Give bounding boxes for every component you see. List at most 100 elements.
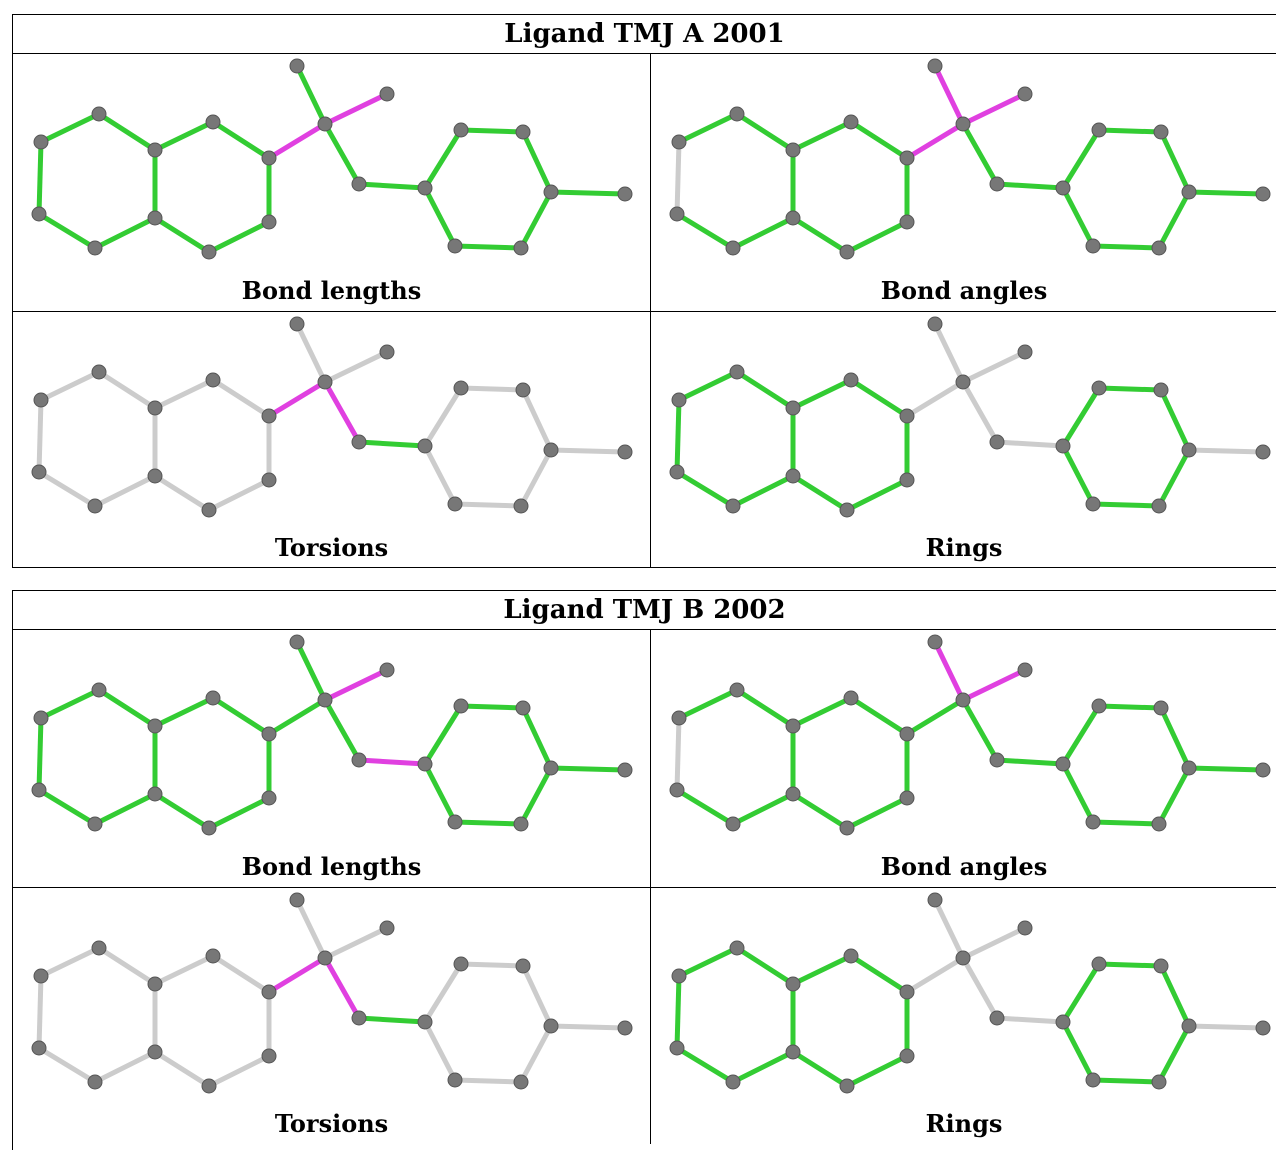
- bond-line: [36, 787, 98, 827]
- bond-line: [322, 925, 390, 961]
- bond-line: [356, 757, 428, 767]
- bond-line: [844, 1053, 910, 1089]
- bond-line: [356, 181, 428, 191]
- bond-line: [1090, 501, 1162, 509]
- bond-line: [294, 63, 328, 127]
- atom-node: [927, 316, 943, 332]
- atom-node: [351, 1010, 367, 1026]
- atom-node: [785, 976, 801, 992]
- bond-line: [520, 705, 554, 771]
- atom-node: [1055, 1014, 1071, 1030]
- bond-line: [36, 139, 44, 217]
- bond-line: [548, 189, 628, 197]
- atom-node: [1017, 86, 1033, 102]
- bond-line: [206, 477, 272, 513]
- bond-line: [994, 439, 1066, 449]
- atom-node: [543, 442, 559, 458]
- bond-line: [1186, 447, 1266, 455]
- atom-node: [671, 710, 687, 726]
- bond-line: [790, 791, 850, 831]
- atom-node: [147, 468, 163, 484]
- panel-caption: Rings: [925, 533, 1003, 562]
- bond-line: [422, 1019, 458, 1083]
- bond-line: [36, 1045, 98, 1085]
- atom-node: [515, 382, 531, 398]
- molecule-diagram: [31, 316, 633, 518]
- bond-line: [960, 667, 1028, 703]
- bond-line: [422, 761, 458, 825]
- atom-node: [261, 150, 277, 166]
- ligand-a-table: Ligand TMJ A 2001 Bond lengths Bond angl…: [12, 14, 1276, 568]
- atom-node: [317, 692, 333, 708]
- atom-node: [289, 316, 305, 332]
- bond-line: [848, 377, 910, 419]
- bond-line: [1096, 703, 1164, 711]
- atom-node: [33, 134, 49, 150]
- atom-node: [317, 374, 333, 390]
- molecule-diagram: [31, 58, 633, 260]
- atom-node: [1055, 756, 1071, 772]
- atom-node: [725, 816, 741, 832]
- atom-node: [899, 472, 915, 488]
- atom-node: [351, 176, 367, 192]
- bond-line: [932, 639, 966, 703]
- bond-line: [676, 687, 740, 721]
- atom-node: [31, 464, 47, 480]
- atom-node: [91, 364, 107, 380]
- atom-node: [899, 408, 915, 424]
- atom-node: [87, 816, 103, 832]
- bond-line: [266, 121, 328, 161]
- atom-node: [899, 790, 915, 806]
- atom-node: [843, 372, 859, 388]
- atom-node: [351, 434, 367, 450]
- bond-line: [266, 697, 328, 737]
- atom-node: [671, 134, 687, 150]
- molecule-diagram: [669, 58, 1271, 260]
- bond-line: [1060, 761, 1096, 825]
- atom-node: [955, 950, 971, 966]
- bond-line: [1096, 961, 1164, 969]
- atom-node: [989, 434, 1005, 450]
- bond-line: [92, 215, 158, 251]
- bond-line: [152, 1049, 212, 1089]
- atom-node: [785, 718, 801, 734]
- atom-node: [1017, 344, 1033, 360]
- atom-node: [785, 142, 801, 158]
- bond-line: [734, 687, 796, 729]
- bond-line: [36, 211, 98, 251]
- atom-node: [989, 176, 1005, 192]
- atom-node: [617, 1020, 633, 1036]
- bond-line: [210, 953, 272, 995]
- bond-line: [96, 111, 158, 153]
- atom-node: [729, 940, 745, 956]
- bond-line: [1060, 185, 1096, 249]
- atom-node: [669, 782, 685, 798]
- bond-line: [96, 369, 158, 411]
- bond-line: [452, 1077, 524, 1085]
- bond-line: [294, 321, 328, 385]
- bond-line: [904, 379, 966, 419]
- atom-node: [447, 814, 463, 830]
- bond-line: [790, 377, 854, 411]
- atom-node: [261, 726, 277, 742]
- bond-line: [1186, 765, 1266, 773]
- bond-line: [210, 695, 272, 737]
- bond-line: [1158, 963, 1192, 1029]
- atom-node: [843, 948, 859, 964]
- bond-line: [932, 63, 966, 127]
- atom-node: [515, 124, 531, 140]
- bond-line: [1096, 385, 1164, 393]
- atom-node: [543, 184, 559, 200]
- atom-node: [1091, 122, 1107, 138]
- bond-line: [790, 473, 850, 513]
- bond-line: [960, 955, 1000, 1021]
- atom-node: [1017, 662, 1033, 678]
- atom-node: [317, 116, 333, 132]
- bond-line: [422, 185, 458, 249]
- bond-line: [960, 91, 1028, 127]
- panel-caption: Torsions: [274, 1109, 389, 1138]
- atom-node: [1151, 498, 1167, 514]
- panel-caption: Rings: [925, 1109, 1003, 1138]
- bond-line: [960, 697, 1000, 763]
- bond-line: [36, 973, 44, 1051]
